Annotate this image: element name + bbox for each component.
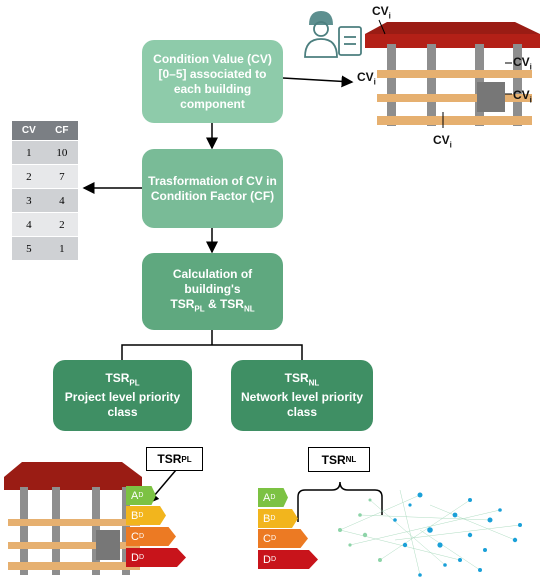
table-header-cf: CF — [45, 121, 78, 141]
cv-label-left: CVi — [357, 70, 376, 87]
brace-tsrnl — [297, 481, 383, 522]
brace-split — [121, 330, 303, 360]
condition-value-box: Condition Value (CV)[0–5] associated to … — [142, 40, 283, 123]
table-header-cv: CV — [12, 121, 46, 141]
arrow-to-building — [282, 75, 354, 88]
cv-label-right-top: CVi — [513, 55, 532, 72]
cv-label-top: CVi — [372, 4, 391, 21]
inspector-icon — [304, 11, 362, 58]
cv-label-right-bottom: CVi — [513, 88, 532, 105]
cv-label-bottom: CVi — [433, 133, 452, 150]
building-icon — [365, 22, 540, 126]
transformation-box: Trasformation of CV in Condition Factor … — [142, 149, 283, 228]
building-icon-bottom — [4, 462, 142, 575]
network-graph-icon — [338, 489, 522, 577]
table-header-row: CV CF — [12, 121, 78, 141]
